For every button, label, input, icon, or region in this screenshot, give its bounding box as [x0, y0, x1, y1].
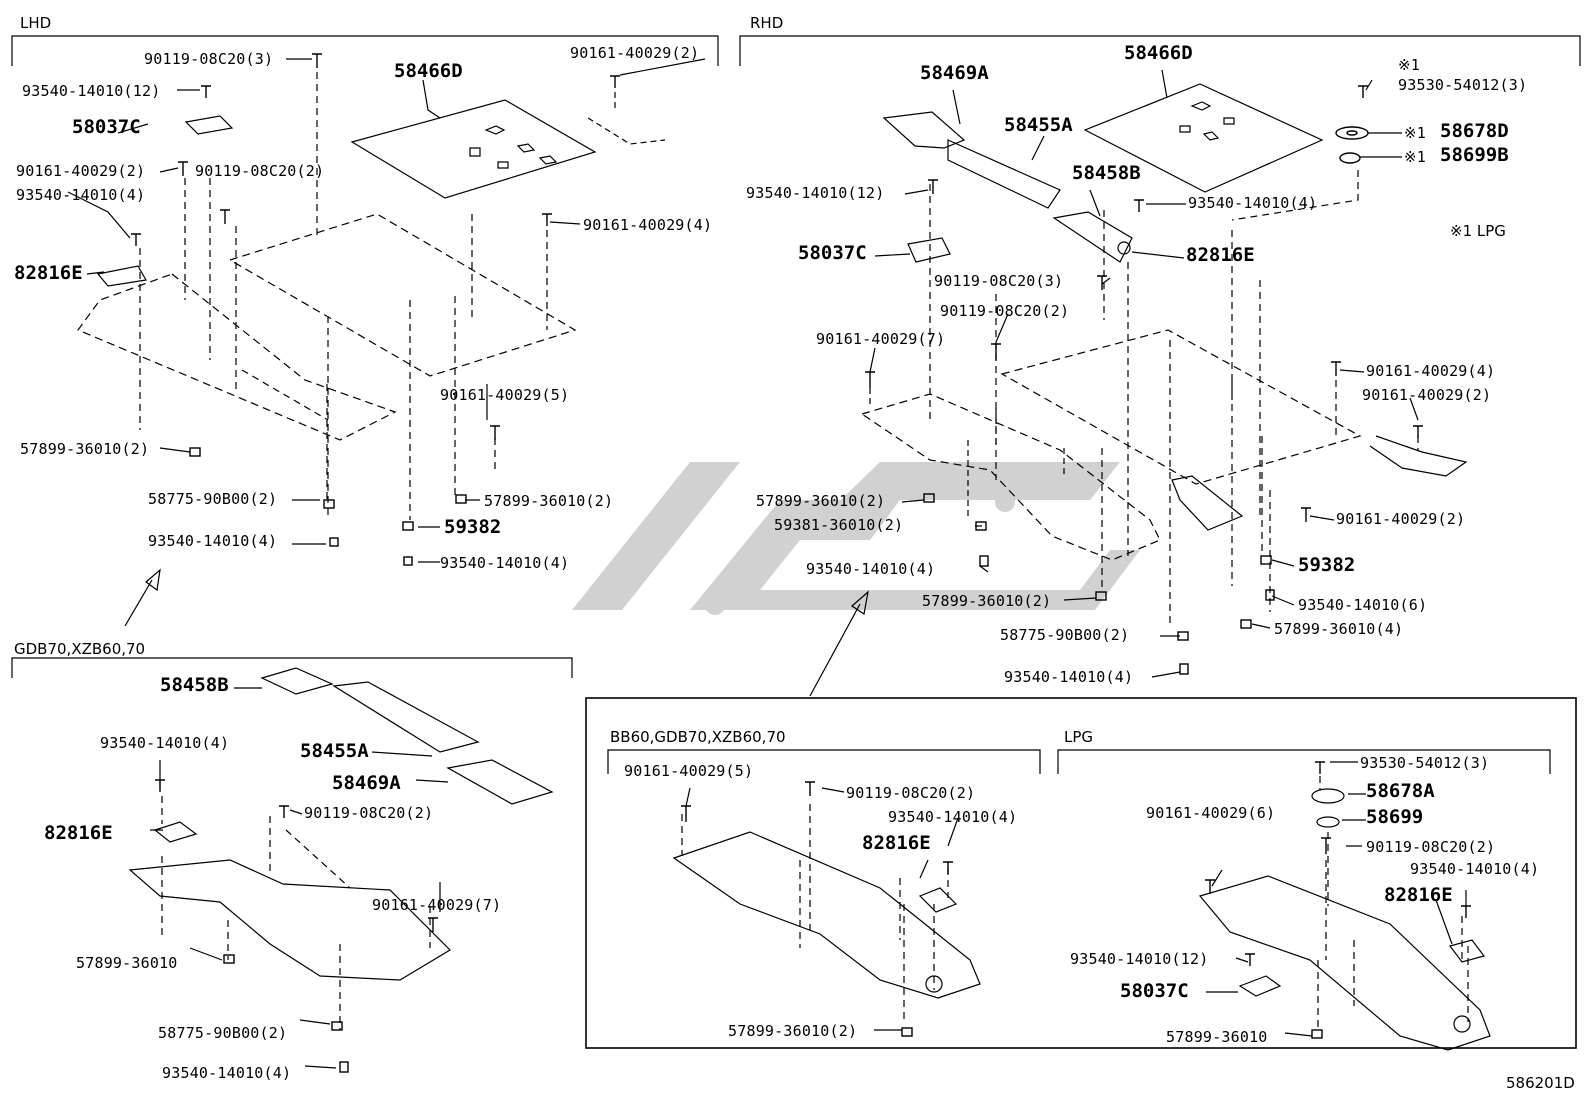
part-label: 93540-14010(4) — [1004, 668, 1134, 686]
part-label: 90161-40029(7) — [372, 896, 502, 914]
part-label: 90119-08C20(3) — [144, 50, 274, 68]
part-label: 93530-54012(3) — [1398, 76, 1528, 94]
part-label: 90119-08C20(3) — [934, 272, 1064, 290]
part-label: 90161-40029(4) — [583, 216, 713, 234]
part-label: 90161-40029(7) — [816, 330, 946, 348]
part-label: 58455A — [1004, 114, 1073, 136]
part-label: 93540-14010(4) — [806, 560, 936, 578]
part-label: 59381-36010(2) — [774, 516, 904, 534]
part-label: 93540-14010(4) — [162, 1064, 292, 1082]
part-label: 90119-08C20(2) — [846, 784, 976, 802]
part-label: ※1 — [1398, 56, 1420, 74]
part-label: ※1 — [1404, 124, 1426, 142]
part-label: 90119-08C20(2) — [940, 302, 1070, 320]
part-label: 58466D — [394, 60, 463, 82]
part-label: ※1 — [1404, 148, 1426, 166]
section-rhd-variant: BB60,GDB70,XZB60,70 — [610, 728, 786, 746]
part-label: 57899-36010 — [1166, 1028, 1268, 1046]
part-label: 82816E — [14, 262, 83, 284]
part-label: 90161-40029(4) — [1366, 362, 1496, 380]
part-label: 58775-90B00(2) — [158, 1024, 288, 1042]
part-label: 90161-40029(6) — [1146, 804, 1276, 822]
watermark-logo — [572, 462, 1140, 615]
part-label: 90161-40029(2) — [16, 162, 146, 180]
part-label: 58458B — [160, 674, 229, 696]
part-label: 93540-14010(4) — [100, 734, 230, 752]
part-label: 58699B — [1440, 144, 1509, 166]
part-label: 57899-36010(2) — [728, 1022, 858, 1040]
part-label: 57899-36010(2) — [484, 492, 614, 510]
part-label: 82816E — [862, 832, 931, 854]
part-label: 58775-90B00(2) — [1000, 626, 1130, 644]
part-label: 58458B — [1072, 162, 1141, 184]
part-label: 93540-14010(4) — [148, 532, 278, 550]
part-label: 90161-40029(2) — [1336, 510, 1466, 528]
part-label: 93540-14010(4) — [1410, 860, 1540, 878]
part-label: 93540-14010(4) — [888, 808, 1018, 826]
part-label: 93540-14010(12) — [746, 184, 885, 202]
part-label: 93540-14010(4) — [16, 186, 146, 204]
part-label: 57899-36010 — [76, 954, 178, 972]
part-label: 58469A — [920, 62, 989, 84]
section-lhd-variant: GDB70,XZB60,70 — [14, 640, 146, 658]
part-label: 58469A — [332, 772, 401, 794]
part-label: 59382 — [444, 516, 502, 538]
part-label: 90119-08C20(2) — [304, 804, 434, 822]
lpg-note: ※1 LPG — [1450, 222, 1506, 240]
part-label: 58455A — [300, 740, 369, 762]
section-rhd: RHD — [750, 14, 784, 32]
section-lpg: LPG — [1064, 728, 1094, 746]
part-label: 93540-14010(4) — [1188, 194, 1318, 212]
part-label: 93540-14010(12) — [22, 82, 161, 100]
part-label: 58678A — [1366, 780, 1435, 802]
part-label: 57899-36010(2) — [756, 492, 886, 510]
part-label: 57899-36010(2) — [20, 440, 150, 458]
part-label: 82816E — [1384, 884, 1453, 906]
section-lhd: LHD — [20, 14, 52, 32]
diagram-id: 586201D — [1506, 1074, 1575, 1092]
part-label: 59382 — [1298, 554, 1356, 576]
part-label: 90161-40029(5) — [440, 386, 570, 404]
part-label: 57899-36010(2) — [922, 592, 1052, 610]
part-label: 58775-90B00(2) — [148, 490, 278, 508]
part-label: 93540-14010(4) — [440, 554, 570, 572]
part-label: 58037C — [1120, 980, 1189, 1002]
part-label: 90161-40029(2) — [570, 44, 700, 62]
part-label: 82816E — [1186, 244, 1255, 266]
part-label: 82816E — [44, 822, 113, 844]
part-label: 93540-14010(6) — [1298, 596, 1428, 614]
part-label: 90119-08C20(2) — [1366, 838, 1496, 856]
part-label: 58037C — [798, 242, 867, 264]
part-label: 93530-54012(3) — [1360, 754, 1490, 772]
part-label: 90161-40029(2) — [1362, 386, 1492, 404]
part-label: 58699 — [1366, 806, 1424, 828]
part-label: 93540-14010(12) — [1070, 950, 1209, 968]
part-label: 58466D — [1124, 42, 1193, 64]
part-label: 90161-40029(5) — [624, 762, 754, 780]
part-label: 57899-36010(4) — [1274, 620, 1404, 638]
part-label: 58037C — [72, 116, 141, 138]
part-label: 90119-08C20(2) — [195, 162, 325, 180]
part-label: 58678D — [1440, 120, 1509, 142]
